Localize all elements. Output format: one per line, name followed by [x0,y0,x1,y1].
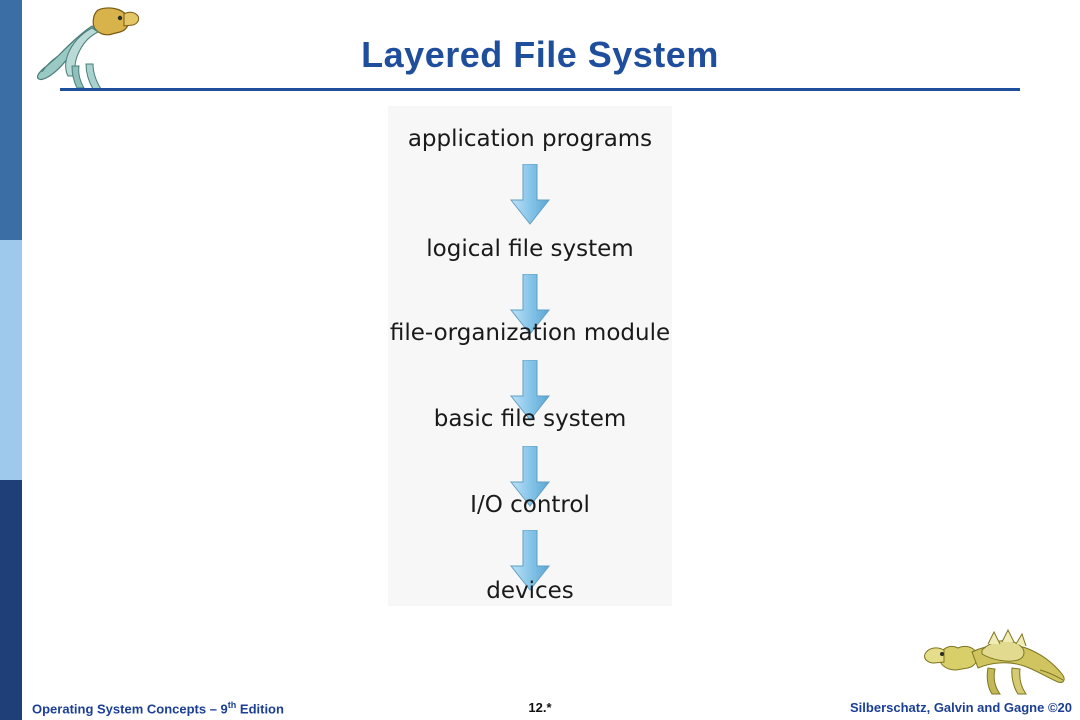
layer-label-application-programs: application programs [407,126,653,152]
sidebar-band-middle [0,240,22,480]
down-arrow-icon-2 [508,273,552,336]
dinosaur-logo-bottom-icon [922,614,1072,696]
slide-number: 12.* [528,700,552,715]
down-arrow-icon-1 [508,163,552,226]
footer-edition-post: Edition [236,701,284,717]
title-divider [60,88,1020,91]
sidebar-band-top [0,0,22,240]
layer-label-basic-file-system: basic file system [433,406,627,432]
footer-edition-pre: Operating System Concepts – 9 [32,701,228,717]
footer-edition-label: Operating System Concepts – 9th Edition [32,700,284,716]
layer-label-file-organization-module: file-organization module [389,320,671,346]
down-arrow-icon-4 [508,445,552,508]
sidebar-band-bottom [0,480,22,720]
footer-edition-sup: th [227,700,237,710]
layer-label-logical-file-system: logical file system [426,236,634,262]
footer-copyright: Silberschatz, Galvin and Gagne ©20 [850,700,1072,715]
down-arrow-icon-3 [508,359,552,422]
down-arrow-icon-5 [508,529,552,592]
layered-file-system-diagram: application programs logical file system [388,106,672,606]
layer-label-devices: devices [486,578,574,604]
layer-label-io-control: I/O control [470,492,590,518]
page-title: Layered File System [361,34,719,75]
